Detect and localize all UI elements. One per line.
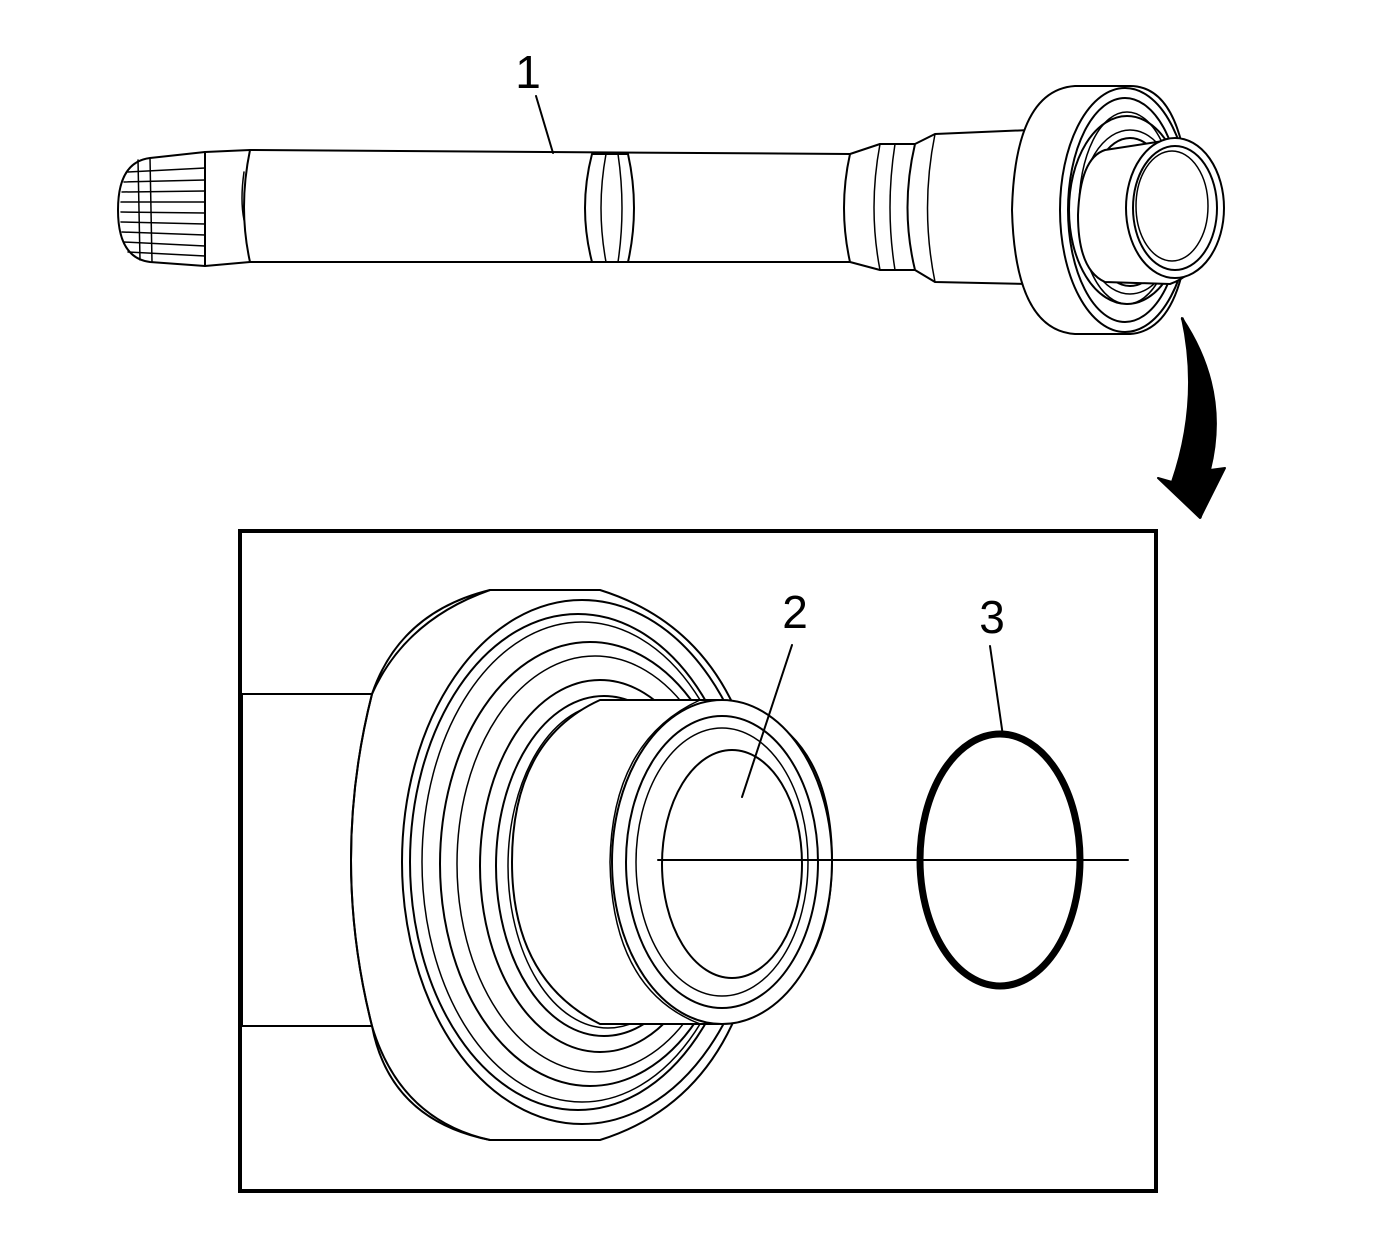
shaft-spline [117, 151, 206, 267]
callout-2-label: 2 [782, 586, 808, 638]
callout-3: 3 [979, 591, 1005, 737]
detail-view-box: 2 3 [238, 529, 1158, 1193]
axle-shaft [117, 129, 1031, 285]
callout-2: 2 [741, 586, 808, 798]
detail-seal-part-2 [511, 699, 833, 1025]
detail-arrow [1157, 317, 1226, 519]
callout-3-label: 3 [979, 591, 1005, 643]
shaft-seal [1077, 137, 1225, 285]
callout-1-label: 1 [515, 46, 541, 98]
callout-1: 1 [515, 46, 554, 154]
